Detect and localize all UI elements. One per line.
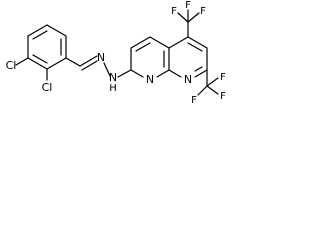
bond: [187, 12, 200, 23]
molecule-structure: Cl Cl N N H N N F F F F F F: [6, 0, 226, 106]
bond: [187, 36, 208, 49]
bond: [206, 85, 219, 95]
imine-nitrogen-label: N: [97, 51, 105, 64]
bond: [81, 60, 98, 71]
fluorine-label: F: [171, 6, 177, 17]
bond: [206, 77, 219, 87]
bond: [187, 42, 203, 52]
fluorine-label: F: [220, 91, 226, 102]
fluorine-label: F: [220, 72, 226, 83]
fluorine-label: F: [200, 6, 206, 17]
chlorine-label-bottom: Cl: [42, 81, 53, 94]
bond: [156, 69, 170, 78]
bond: [168, 36, 189, 49]
hydrazine-hydrogen-label: H: [109, 83, 117, 94]
naphthyridine-right-ring: [168, 36, 208, 78]
bond: [149, 36, 170, 49]
bond: [197, 85, 208, 96]
bond: [32, 30, 48, 40]
bond: [65, 57, 81, 67]
bond: [27, 24, 48, 37]
bond: [168, 69, 182, 78]
bond: [79, 55, 98, 67]
fluorine-label: F: [185, 0, 191, 11]
bond: [135, 42, 151, 52]
bond: [32, 54, 48, 64]
bond: [27, 57, 48, 70]
structure-canvas: Cl Cl N N H N N F F F F F F: [0, 0, 236, 112]
benzene-ring: [27, 24, 67, 70]
ring-nitrogen-left-label: N: [146, 73, 154, 86]
chlorine-label-top: Cl: [6, 59, 17, 72]
bond: [46, 57, 67, 70]
bond: [103, 62, 111, 77]
bond: [194, 69, 208, 78]
naphthyridine-left-ring: [130, 36, 170, 78]
hydrazine-nitrogen-label: N: [109, 71, 117, 84]
bond: [15, 57, 29, 66]
fluorine-label: F: [191, 95, 197, 106]
bond: [130, 69, 144, 78]
ring-nitrogen-right-label: N: [184, 73, 192, 86]
bond: [177, 12, 189, 23]
bond: [130, 36, 151, 49]
bond: [194, 66, 203, 72]
bond: [46, 24, 67, 37]
bond: [117, 69, 132, 78]
